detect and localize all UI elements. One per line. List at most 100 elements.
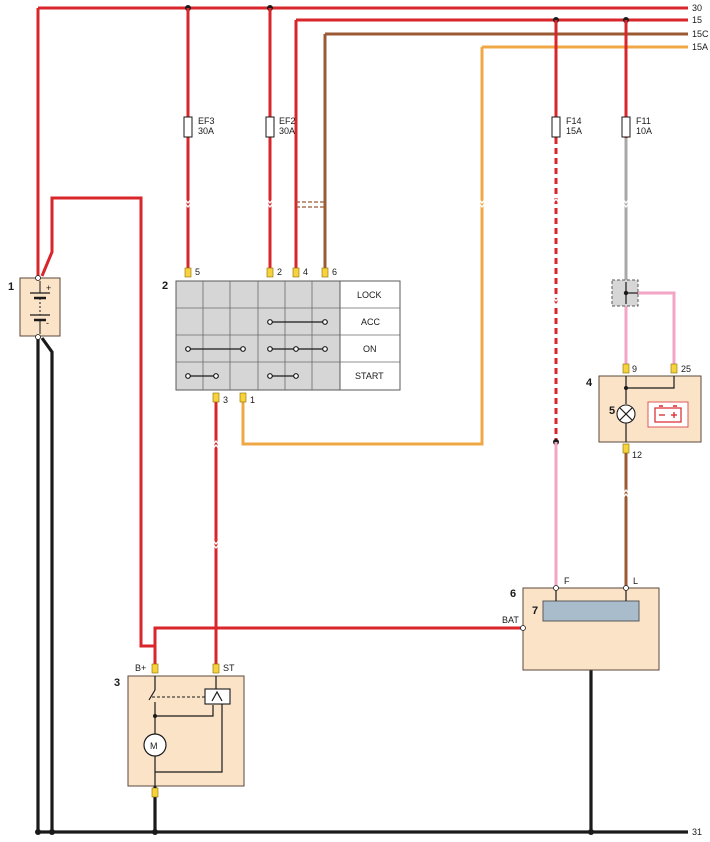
fuse-name: F14: [566, 116, 582, 126]
switch-position-on: ON: [363, 344, 377, 354]
chevron: [622, 489, 630, 499]
starter-solenoid: [204, 688, 231, 705]
chevron: [266, 198, 274, 208]
switch-grid-lines: [176, 281, 400, 390]
alternator-terminal: [520, 625, 526, 631]
component-number-4: 4: [586, 377, 593, 389]
pin-connector: [212, 663, 220, 674]
switch-position-start: START: [355, 371, 384, 381]
contact-dot: [213, 373, 219, 379]
wire-cluster-pin25: [638, 291, 676, 366]
pin-label: 5: [195, 267, 200, 277]
fuse-name: EF3: [198, 116, 215, 126]
cluster-link: [626, 376, 675, 389]
bus-label-31: 31: [692, 827, 702, 837]
battery-minus-sign: -: [46, 318, 49, 328]
component-number-2: 2: [162, 280, 168, 292]
fuse-body: [551, 116, 561, 138]
switch-position-lock: LOCK: [357, 290, 382, 300]
lamp-cross: [619, 407, 633, 421]
battery-terminal: [35, 334, 41, 340]
cluster-pin-25: 25: [681, 364, 691, 374]
cluster-pin-9: 9: [632, 364, 637, 374]
pin-connector: [292, 267, 300, 278]
pin-connector: [321, 267, 329, 278]
ignition-switch: LOCK ACC ON START 5 2 4 6 3 1 2: [162, 267, 401, 405]
motor-label: M: [150, 741, 158, 751]
starter-coil-link: [155, 705, 214, 717]
instrument-cluster: 9 25 12 4 5: [586, 363, 702, 460]
pin-connector: [212, 392, 220, 403]
starter-contact: [148, 689, 156, 701]
component-number-6: 6: [510, 588, 516, 600]
wire-alternator-bat: [153, 626, 523, 648]
cluster-pin-12: 12: [632, 450, 642, 460]
component-number-5: 5: [609, 405, 615, 417]
pin-label: 4: [303, 267, 308, 277]
contact-dot: [293, 346, 299, 352]
wire-chevrons: [184, 194, 630, 549]
battery-plus-sign: +: [46, 283, 51, 293]
battery-warning-icon: [647, 401, 689, 428]
alternator: F L BAT 6 7: [502, 576, 660, 671]
pin-label: 2: [277, 267, 282, 277]
alternator-terminal: [623, 585, 629, 591]
regulator-block: [542, 600, 640, 622]
wire-battery-to-starter: [40, 196, 157, 666]
fuse-rating: 10A: [636, 126, 652, 136]
pin-connector: [622, 443, 630, 454]
contact-dot: [322, 346, 328, 352]
alternator-box: [522, 587, 660, 671]
chevron: [552, 296, 560, 306]
alternator-terminal: [553, 585, 559, 591]
starter-coil-return: [155, 704, 223, 773]
pin-connector: [622, 363, 630, 374]
starter-pin-st: ST: [223, 663, 235, 673]
fuse-name: F11: [636, 116, 651, 126]
bus-label-15a: 15A: [692, 42, 708, 52]
component-number-7: 7: [532, 605, 538, 617]
switch-position-acc: ACC: [361, 317, 381, 327]
contact-dot: [240, 346, 246, 352]
component-number-1: 1: [8, 281, 14, 293]
bus-label-15: 15: [692, 15, 702, 25]
fuse-ef3: EF3 30A: [183, 116, 215, 138]
contact-dot: [185, 346, 191, 352]
fuse-rating: 30A: [279, 126, 295, 136]
fuse-f14: F14 15A: [551, 116, 582, 138]
contact-dot: [293, 373, 299, 379]
contact-dot: [322, 319, 328, 325]
battery: + - 1: [8, 275, 61, 340]
starter-solenoid-symbol: [211, 690, 223, 702]
pin-label: 1: [250, 395, 255, 405]
bus-label-15c: 15C: [692, 29, 709, 39]
fuse-body: [183, 116, 193, 138]
starter: B+ ST 3 M: [114, 663, 245, 798]
battery-warning-symbol: [654, 407, 682, 423]
starter-pin-bplus: B+: [135, 663, 146, 673]
contact-dot: [267, 346, 273, 352]
chevron: [622, 198, 630, 208]
pin-connector: [151, 663, 159, 674]
fuse-name: EF2: [279, 116, 296, 126]
chevron: [552, 194, 560, 204]
pin-connector: [670, 363, 678, 374]
pin-connector: [184, 267, 192, 278]
contact-dot: [185, 373, 191, 379]
contact-dot: [267, 319, 273, 325]
alternator-pin-f: F: [564, 576, 570, 586]
bus-label-30: 30: [692, 3, 702, 13]
chevron: [212, 440, 220, 450]
chevron: [478, 198, 486, 208]
chevron: [184, 198, 192, 208]
wire-battery-ground: [40, 337, 54, 832]
fuse-ef2: EF2 30A: [265, 116, 296, 138]
pin-label: 6: [332, 267, 337, 277]
fuse-body: [621, 116, 631, 138]
alternator-pin-bat: BAT: [502, 615, 519, 625]
pin-label: 3: [223, 395, 228, 405]
fuse-body: [265, 116, 275, 138]
switch-label-area: [339, 280, 401, 391]
